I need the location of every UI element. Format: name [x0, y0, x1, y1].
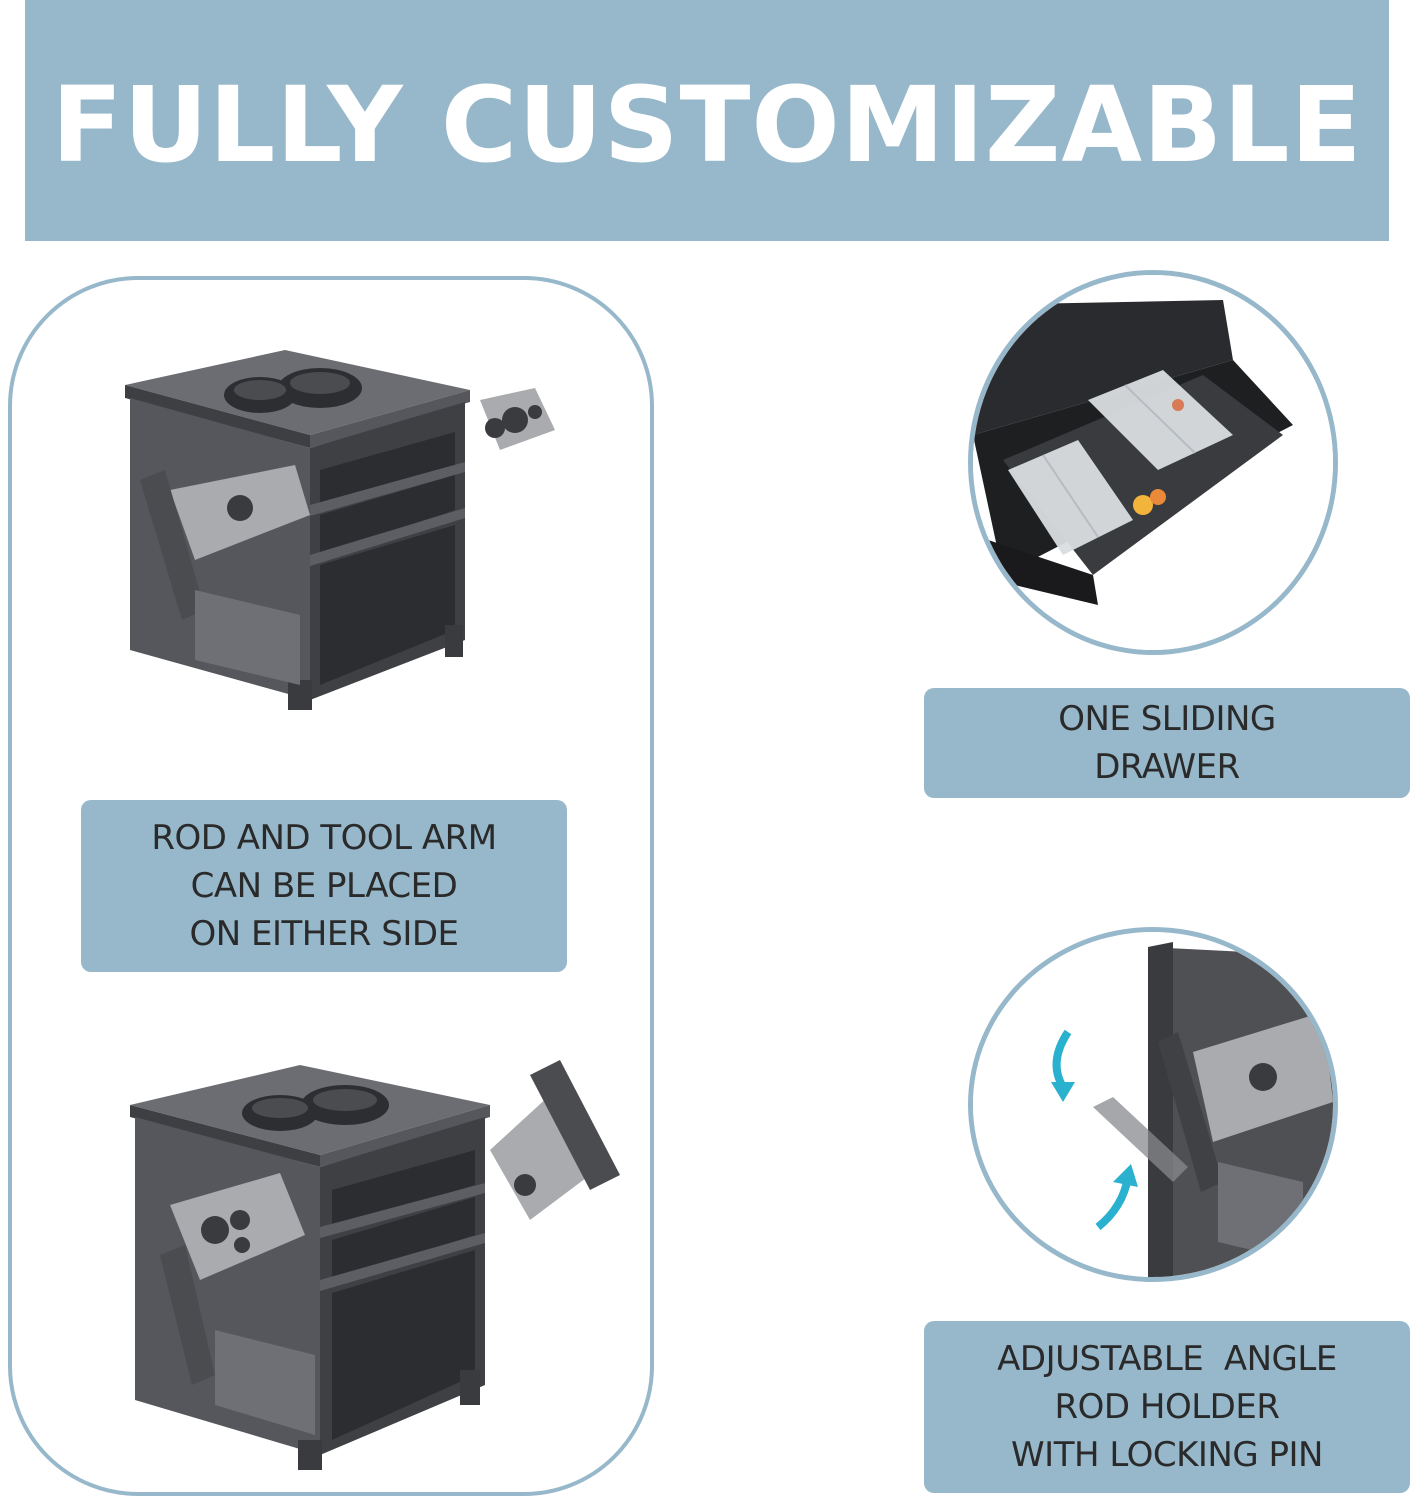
- either-side-label: ROD AND TOOL ARM CAN BE PLACED ON EITHER…: [81, 800, 567, 972]
- page-title: FULLY CUSTOMIZABLE: [51, 63, 1363, 186]
- title-banner: FULLY CUSTOMIZABLE: [25, 0, 1389, 241]
- drawer-label: ONE SLIDING DRAWER: [924, 688, 1410, 798]
- product-image-top: [125, 350, 555, 710]
- drawer-detail-image: [968, 270, 1338, 655]
- left-feature-panel: [8, 276, 654, 1496]
- angle-label: ADJUSTABLE ANGLE ROD HOLDER WITH LOCKING…: [924, 1321, 1410, 1493]
- angle-detail-image: [968, 927, 1338, 1282]
- product-image-bottom: [130, 1060, 620, 1470]
